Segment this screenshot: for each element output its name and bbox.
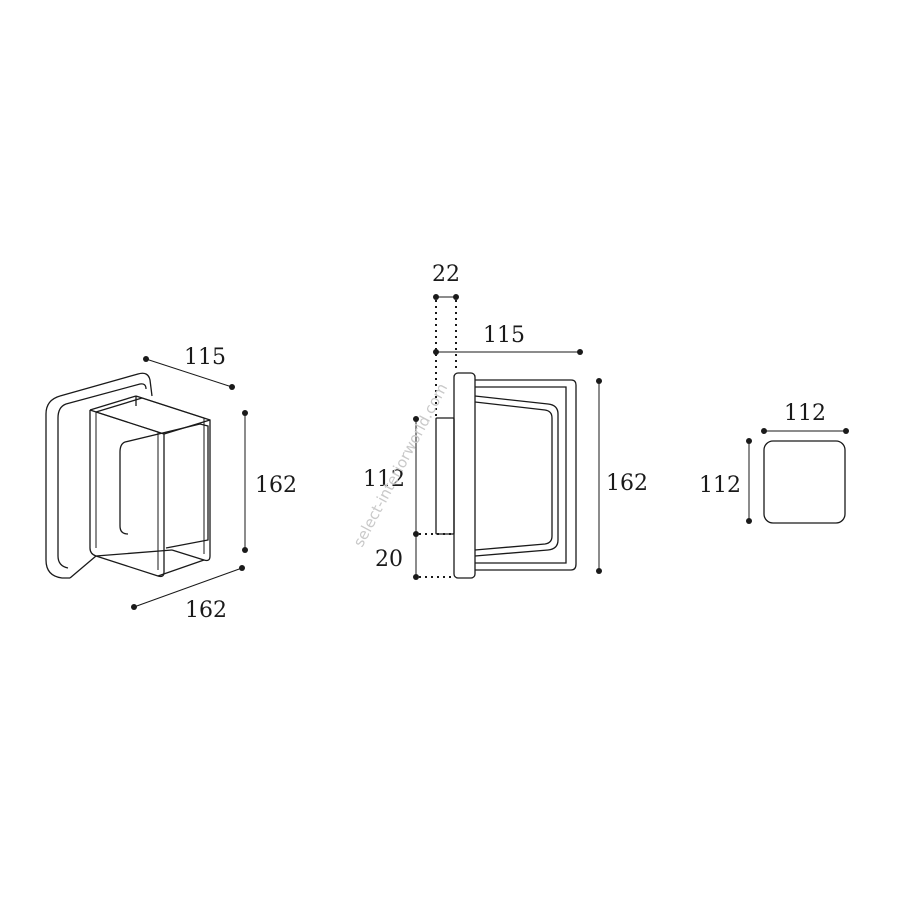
perspective-base-plate-inner	[57, 383, 147, 569]
side-outer-frame-inner	[475, 386, 567, 564]
perspective-depth-label: 115	[184, 345, 226, 370]
side-diffuser-inner	[474, 401, 553, 551]
side-outer-frame	[475, 379, 577, 571]
front-height-dim-dot-a	[746, 438, 752, 444]
perspective-wire-connect-top	[89, 395, 211, 435]
perspective-wire-loop-back	[135, 395, 211, 562]
side-plate-dim-dot-b	[453, 294, 459, 300]
perspective-wire-connect-bottom	[69, 549, 205, 579]
side-plate-height-label: 112	[363, 467, 405, 492]
side-diffuser	[474, 395, 559, 557]
side-wall-plate	[435, 417, 455, 535]
front-view: 112 112	[699, 401, 849, 524]
side-depth-dim-dot-b	[577, 349, 583, 355]
front-width-label: 112	[784, 401, 826, 426]
side-plate-height-dim-dot-a	[413, 416, 419, 422]
side-depth-label: 115	[483, 323, 525, 348]
perspective-base-plate	[59, 372, 153, 397]
front-width-dim-dot-b	[843, 428, 849, 434]
perspective-depth-dim-dot-b	[229, 384, 235, 390]
perspective-view: 115 162 162	[45, 345, 297, 623]
front-height-dim-dot-b	[746, 518, 752, 524]
perspective-height-dim-dot-a	[242, 410, 248, 416]
side-base-block	[453, 372, 476, 579]
perspective-height-label: 162	[255, 473, 297, 498]
side-offset-label: 20	[375, 547, 403, 572]
side-height-label: 162	[606, 471, 648, 496]
perspective-wire-loop-front-inner	[95, 411, 159, 570]
perspective-wire-loop-back-inner	[141, 397, 205, 554]
side-plate-label: 22	[432, 262, 460, 287]
perspective-height-dim-dot-b	[242, 547, 248, 553]
side-view: 22 115 112 20 162	[363, 262, 648, 580]
front-width-dim-dot-a	[761, 428, 767, 434]
perspective-depth-dim-line	[145, 358, 233, 388]
perspective-depth-dim-dot-a	[143, 356, 149, 362]
perspective-width-dim-dot-a	[131, 604, 137, 610]
side-plate-dim-dot-a	[433, 294, 439, 300]
side-offset-dim-dot-b	[413, 574, 419, 580]
side-depth-dim-dot-a	[433, 349, 439, 355]
side-height-dim-dot-a	[596, 378, 602, 384]
side-height-dim-dot-b	[596, 568, 602, 574]
perspective-width-dim-line	[133, 567, 243, 608]
perspective-base-plate-outline	[45, 395, 70, 579]
perspective-width-label: 162	[185, 598, 227, 623]
front-square	[763, 440, 846, 524]
front-height-label: 112	[699, 473, 741, 498]
perspective-width-dim-dot-b	[239, 565, 245, 571]
